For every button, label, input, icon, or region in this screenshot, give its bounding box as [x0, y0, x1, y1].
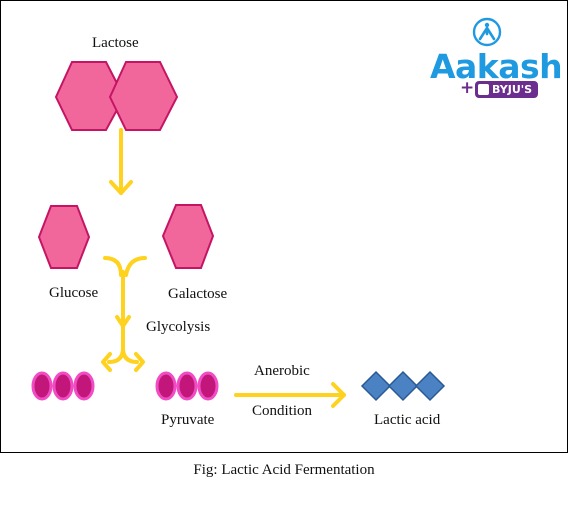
arrow-split-to-pyruvate [101, 346, 145, 372]
label-galactose: Galactose [168, 286, 228, 302]
lactose-hexagon-left [54, 61, 126, 131]
label-anerobic: Anerobic [254, 363, 310, 379]
pyruvate-molecule-left [31, 371, 95, 401]
aakash-logo-icon [472, 17, 502, 47]
figure-caption: Fig: Lactic Acid Fermentation [193, 462, 375, 478]
lactose-molecule [54, 61, 179, 131]
byjus-mark-icon [478, 84, 489, 95]
aakash-logo-text: Aakash [430, 47, 563, 86]
lactic-acid-molecule [360, 370, 446, 402]
logo-plus-sign: + [460, 78, 475, 98]
label-glycolysis: Glycolysis [146, 319, 211, 335]
pyruvate-molecule-right [155, 371, 219, 401]
galactose-hexagon [161, 204, 215, 269]
lactose-hexagon-right [108, 61, 179, 131]
label-lactic-acid: Lactic acid [374, 412, 441, 428]
fermentation-diagram [31, 17, 502, 408]
arrow-anerobic [234, 382, 346, 408]
label-lactose: Lactose [92, 35, 139, 51]
arrow-lactose-to-monosaccharides [109, 128, 133, 195]
byjus-badge-text: BYJU'S [492, 83, 533, 96]
glucose-hexagon [37, 205, 91, 269]
label-glucose: Glucose [49, 285, 99, 301]
label-condition: Condition [252, 403, 313, 419]
label-pyruvate: Pyruvate [161, 412, 215, 428]
byjus-badge: BYJU'S [475, 81, 539, 98]
arrow-glycolysis [103, 256, 147, 350]
